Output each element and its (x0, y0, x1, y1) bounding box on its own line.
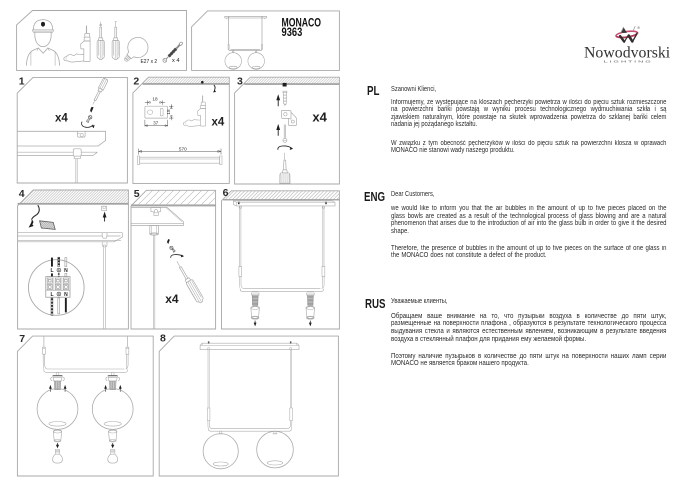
svg-text:L I G H T I N G: L I G H T I N G (604, 59, 652, 63)
svg-text:18: 18 (152, 97, 158, 102)
svg-text:570: 570 (179, 147, 187, 152)
svg-text:9363: 9363 (282, 25, 303, 39)
svg-text:x4: x4 (212, 117, 225, 129)
svg-text:x4: x4 (55, 112, 68, 124)
svg-text:5: 5 (134, 188, 140, 200)
svg-text:3: 3 (237, 76, 243, 88)
svg-text:2: 2 (133, 76, 139, 88)
svg-text:N: N (64, 292, 68, 298)
svg-text:4: 4 (19, 188, 25, 200)
svg-text:18: 18 (166, 109, 171, 115)
svg-text:7: 7 (19, 333, 25, 345)
svg-text:Nowodvorski: Nowodvorski (584, 45, 671, 62)
svg-text:1: 1 (19, 75, 25, 87)
svg-text:MONACO: MONACO (282, 16, 322, 30)
svg-text:x 4: x 4 (172, 58, 180, 64)
svg-text:x4: x4 (312, 110, 327, 125)
svg-text:N: N (64, 268, 68, 274)
svg-text:L: L (50, 268, 53, 274)
svg-text:x4: x4 (165, 292, 179, 306)
svg-text:37: 37 (153, 121, 159, 126)
svg-text:6: 6 (223, 187, 229, 199)
svg-text:8: 8 (160, 332, 166, 344)
svg-text:L: L (50, 292, 53, 298)
svg-text:R: R (638, 28, 640, 30)
svg-text:E27 x 2: E27 x 2 (141, 59, 158, 65)
